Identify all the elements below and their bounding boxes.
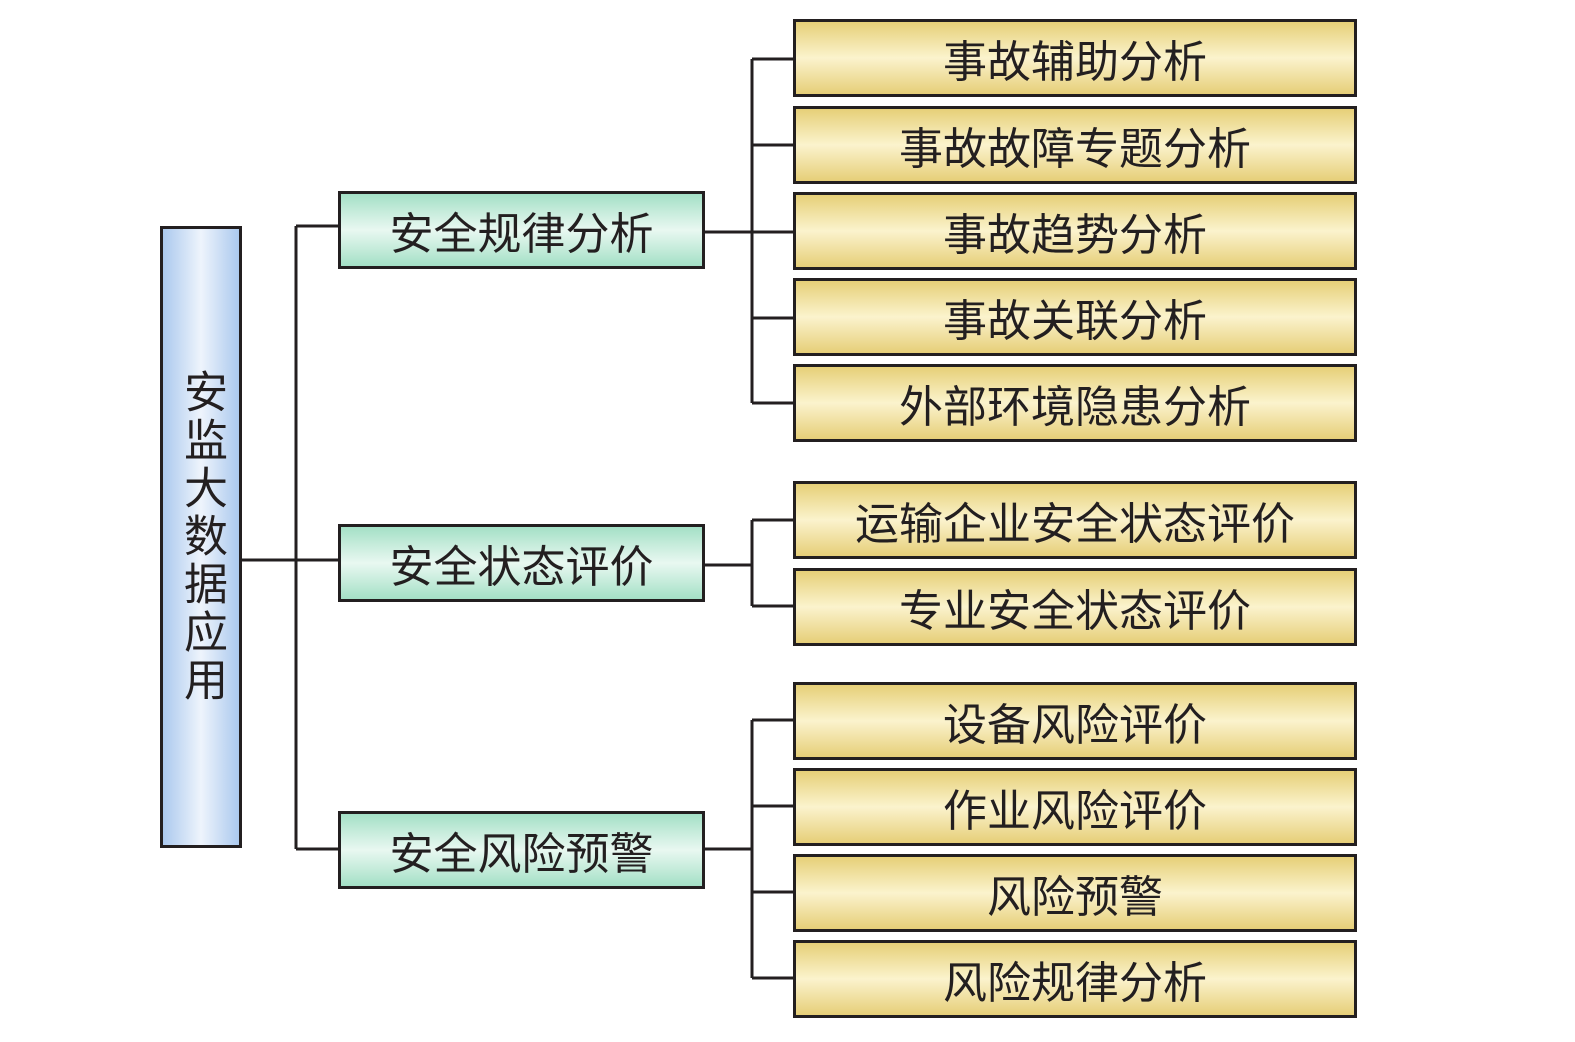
group-label: 安全风险预警 (389, 829, 654, 880)
leaf-label: 外部环境隐患分析 (899, 382, 1251, 433)
leaf-node: 外部环境隐患分析 (793, 364, 1357, 442)
leaf-label: 设备风险评价 (943, 700, 1207, 751)
group-label: 安全规律分析 (389, 209, 654, 260)
root-label: 安监大数据应用 (176, 369, 227, 705)
leaf-label: 事故故障专题分析 (899, 124, 1251, 175)
leaf-node: 风险规律分析 (793, 940, 1357, 1018)
leaf-node: 专业安全状态评价 (793, 568, 1357, 646)
root-node: 安监大数据应用 (160, 226, 242, 848)
leaf-node: 设备风险评价 (793, 682, 1357, 760)
leaf-label: 事故辅助分析 (943, 37, 1207, 88)
leaf-node: 事故辅助分析 (793, 19, 1357, 97)
leaf-node: 风险预警 (793, 854, 1357, 932)
group-node-risk-warning: 安全风险预警 (338, 811, 705, 889)
leaf-node: 运输企业安全状态评价 (793, 481, 1357, 559)
leaf-node: 事故关联分析 (793, 278, 1357, 356)
leaf-label: 运输企业安全状态评价 (855, 499, 1295, 550)
group-node-safety-status: 安全状态评价 (338, 524, 705, 602)
leaf-node: 作业风险评价 (793, 768, 1357, 846)
leaf-label: 风险规律分析 (943, 958, 1207, 1009)
group-node-safety-pattern: 安全规律分析 (338, 191, 705, 269)
group-label: 安全状态评价 (389, 542, 654, 593)
leaf-label: 事故关联分析 (943, 296, 1207, 347)
leaf-node: 事故故障专题分析 (793, 106, 1357, 184)
leaf-node: 事故趋势分析 (793, 192, 1357, 270)
leaf-label: 专业安全状态评价 (899, 586, 1251, 637)
leaf-label: 作业风险评价 (943, 786, 1207, 837)
leaf-label: 风险预警 (987, 872, 1163, 923)
leaf-label: 事故趋势分析 (943, 210, 1207, 261)
